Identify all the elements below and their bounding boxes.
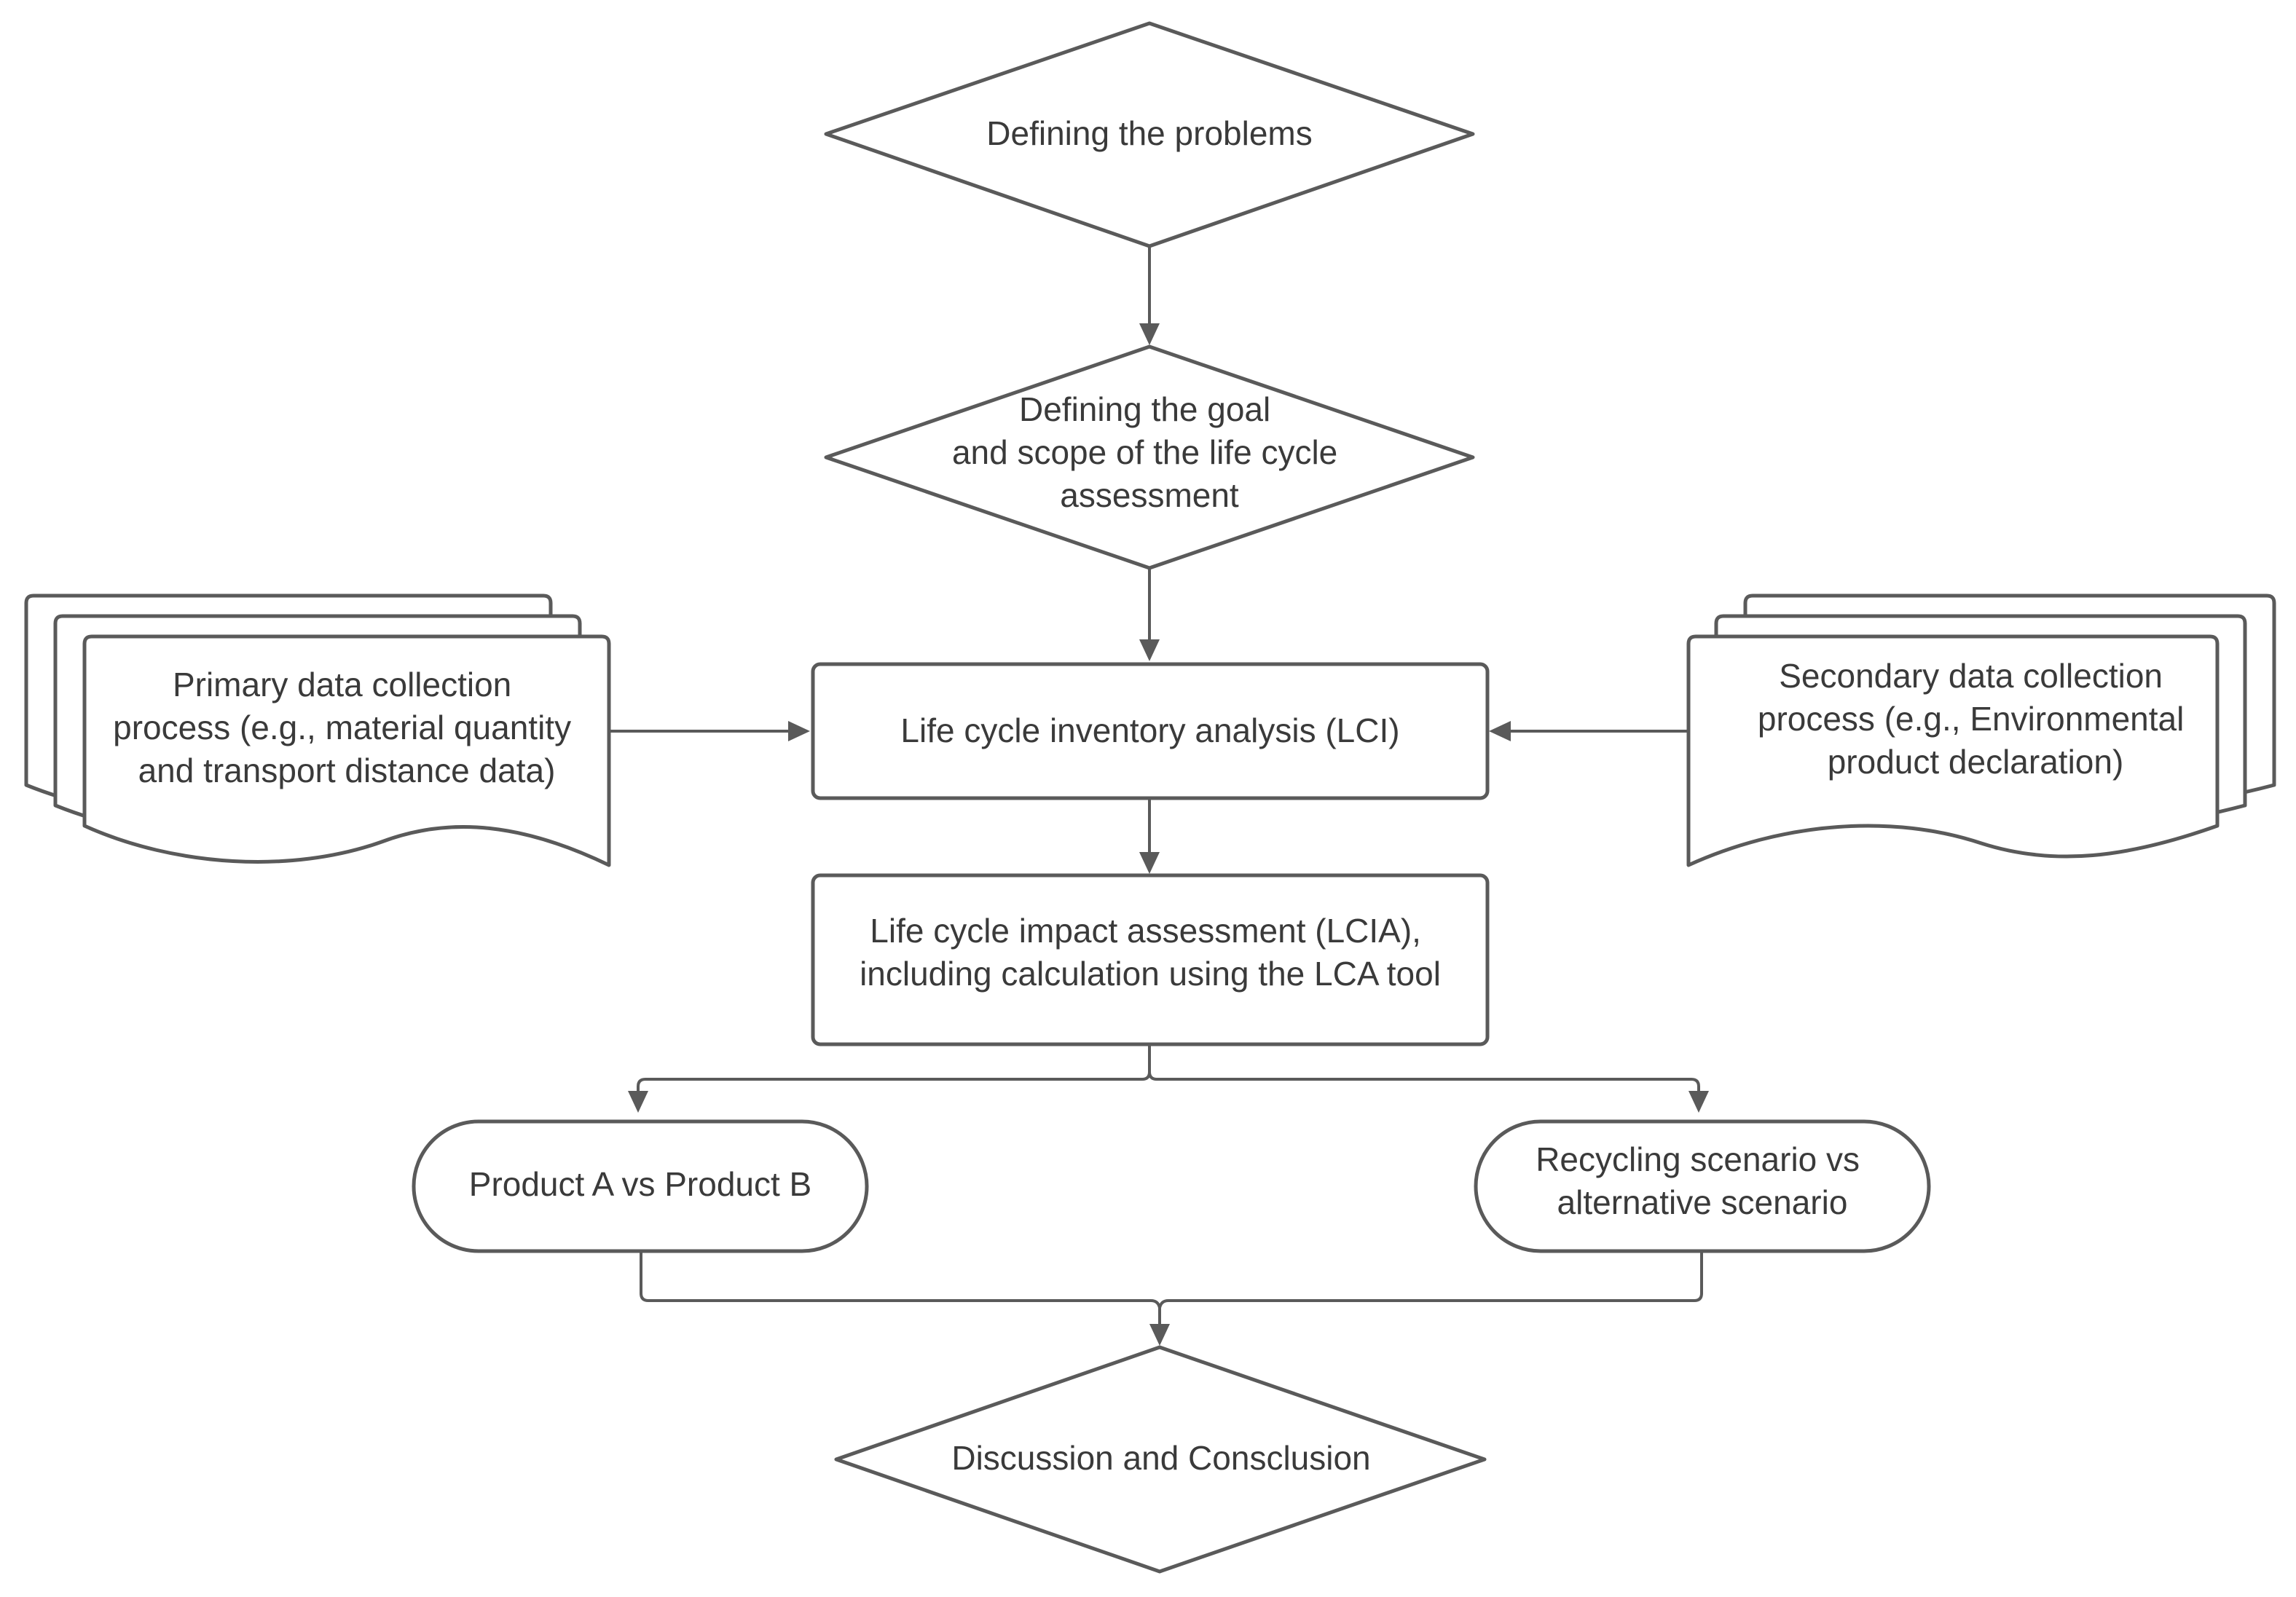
arrowhead-lci-left: [788, 721, 810, 741]
document-secondary-data: Secondary data collection process (e.g.,…: [1686, 594, 2276, 867]
label-line: process (e.g., material quantity: [113, 709, 571, 746]
connector-lcia-split: [637, 1044, 1700, 1092]
arrowhead-lcia: [1139, 852, 1160, 874]
document-front-sheet: [1686, 634, 2220, 867]
node-label: Defining the goal and scope of the life …: [952, 390, 1347, 514]
arrowhead-goal: [1139, 323, 1160, 345]
decision-discussion: Discussion and Consclusion: [834, 1345, 1487, 1574]
label-line: Primary data collection: [173, 666, 511, 703]
label-line: Product A vs Product B: [469, 1165, 811, 1203]
arrowhead-lci-top: [1139, 639, 1160, 661]
process-lci: Life cycle inventory analysis (LCI): [811, 662, 1490, 800]
process-shape: [811, 873, 1490, 1046]
arrowhead-lci-right: [1489, 721, 1511, 741]
label-line: Defining the goal: [1019, 390, 1270, 428]
node-label: Primary data collection process (e.g., m…: [113, 666, 581, 789]
connector-merge-to-discussion: [640, 1251, 1703, 1325]
label-line: Defining the problems: [986, 114, 1312, 152]
decision-defining-problems: Defining the problems: [824, 21, 1475, 248]
node-label: Product A vs Product B: [469, 1165, 811, 1203]
node-label: Discussion and Consclusion: [951, 1439, 1370, 1477]
document-front-sheet: [82, 634, 611, 867]
label-line: assessment: [1060, 476, 1239, 514]
label-line: Recycling scenario vs: [1536, 1140, 1860, 1178]
document-primary-data: Primary data collection process (e.g., m…: [24, 594, 611, 867]
decision-shape: [824, 344, 1475, 570]
arrowhead-recycling-compare: [1688, 1091, 1709, 1113]
decision-shape: [824, 21, 1475, 248]
terminator-shape: [1474, 1119, 1931, 1253]
label-line: process (e.g., Environmental: [1758, 700, 2185, 738]
decision-goal-scope: Defining the goal and scope of the life …: [824, 344, 1475, 570]
label-line: Life cycle impact assessment (LCIA),: [870, 912, 1421, 950]
node-label: Defining the problems: [986, 114, 1312, 152]
label-line: and transport distance data): [138, 752, 556, 789]
terminator-recycling-compare: Recycling scenario vs alternative scenar…: [1474, 1119, 1931, 1253]
process-lcia: Life cycle impact assessment (LCIA), inc…: [811, 873, 1490, 1046]
node-label: Life cycle inventory analysis (LCI): [900, 711, 1399, 749]
node-label: Life cycle impact assessment (LCIA), inc…: [860, 912, 1441, 993]
label-line: Discussion and Consclusion: [951, 1439, 1370, 1477]
decision-shape: [834, 1345, 1487, 1574]
node-label: Secondary data collection process (e.g.,…: [1758, 657, 2193, 781]
process-shape: [811, 662, 1490, 800]
label-line: Life cycle inventory analysis (LCI): [900, 711, 1399, 749]
node-label: Recycling scenario vs alternative scenar…: [1536, 1140, 1869, 1221]
label-line: including calculation using the LCA tool: [860, 955, 1441, 993]
terminator-shape: [412, 1119, 869, 1253]
label-line: Secondary data collection: [1779, 657, 2163, 695]
label-line: product declaration): [1828, 743, 2124, 781]
arrowhead-discussion: [1149, 1324, 1170, 1346]
label-line: alternative scenario: [1557, 1183, 1848, 1221]
terminator-product-compare: Product A vs Product B: [412, 1119, 869, 1253]
connectors: [608, 246, 1709, 1346]
label-line: and scope of the life cycle: [952, 433, 1337, 471]
arrowhead-product-compare: [628, 1091, 648, 1113]
